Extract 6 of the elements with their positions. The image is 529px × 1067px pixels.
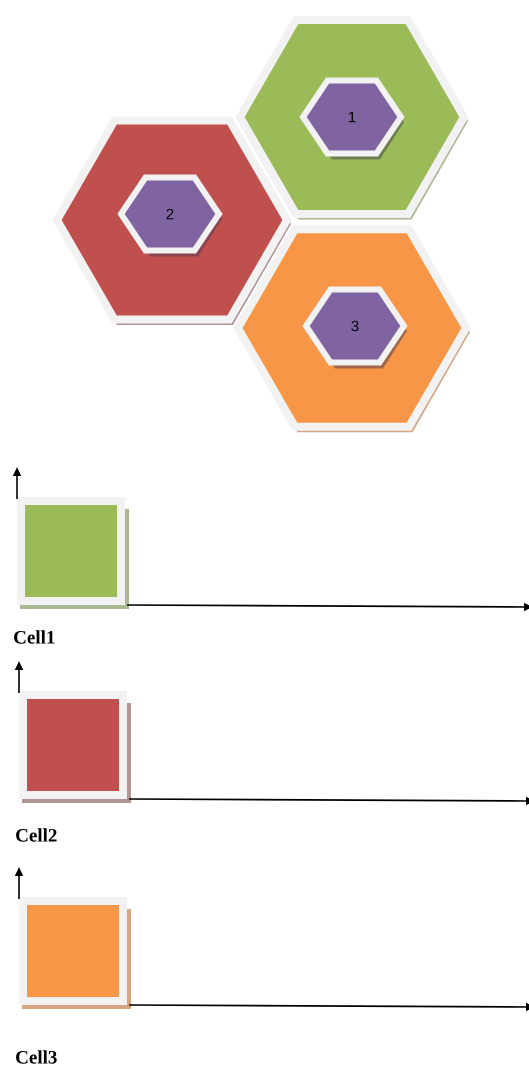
- node-label: Cell1: [14, 630, 55, 644]
- node-label: Cell2: [16, 828, 57, 842]
- node-label: Cell3: [16, 1050, 57, 1064]
- cell-square: Cell1: [14, 497, 129, 644]
- cell-square: Cell2: [16, 691, 131, 842]
- cell-square: Cell3: [16, 897, 131, 1064]
